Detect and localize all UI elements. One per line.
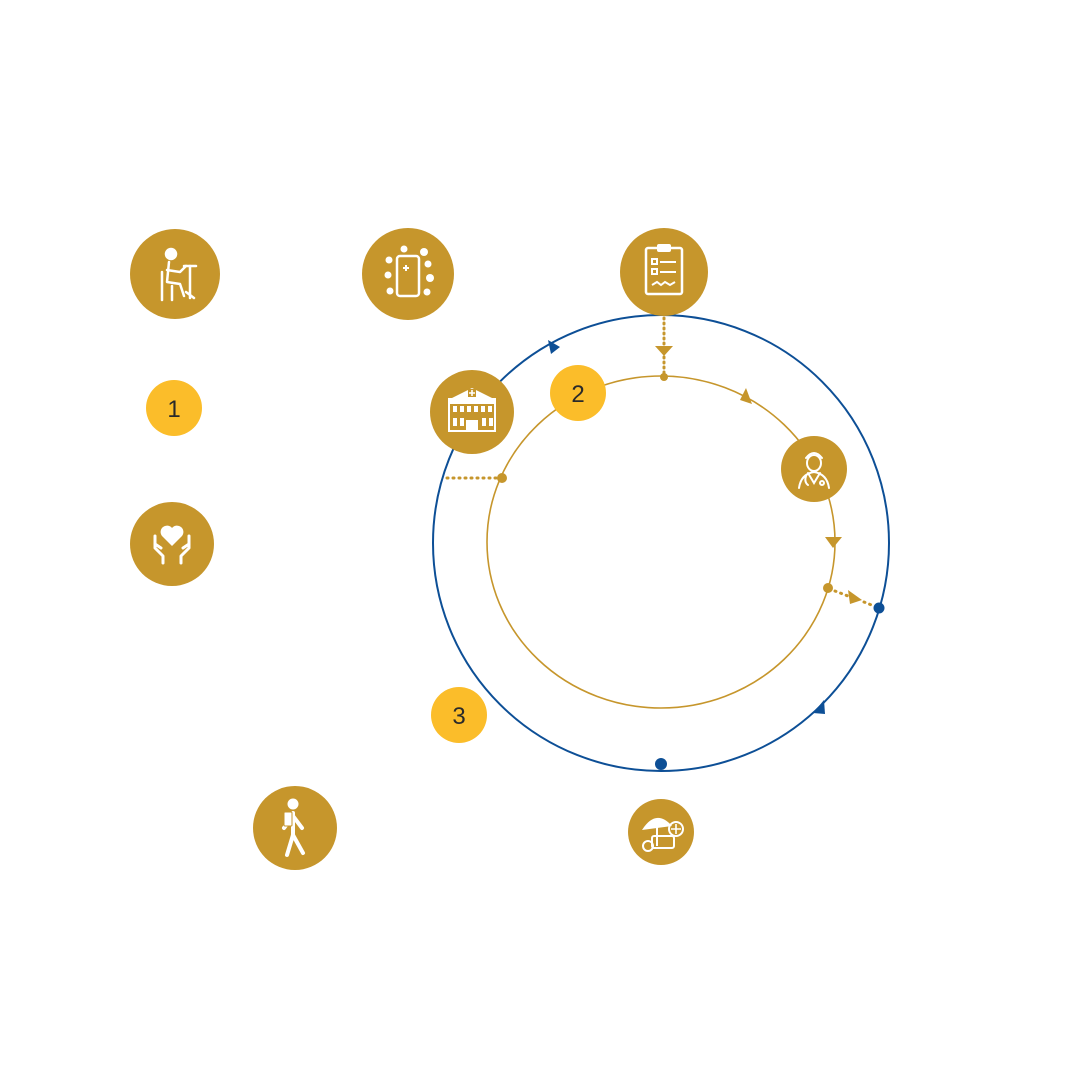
outer-ring-arrow-bottom-right [813,700,825,714]
walking-patient-icon [253,786,337,870]
mobile-health-apps-icon [362,228,454,320]
step-badge-3: 3 [431,687,487,743]
inner-ring-arrow-right [825,537,842,548]
insurance-umbrella-icon [628,799,694,865]
outer-ring-node-bottom [655,758,667,770]
step-badge-1: 1 [146,380,202,436]
step-badge-1-label: 1 [167,396,180,423]
medical-clipboard-icon [620,228,708,316]
inner-ring [486,375,836,709]
inner-ring-arrow-top-right [740,388,752,404]
doctor-icon [781,436,847,502]
outer-ring-arrow-top-left [548,340,560,354]
connector-hospital-to-inner [445,473,507,483]
step-badge-2-label: 2 [571,381,584,408]
connector-inner-to-outer-right [823,583,876,608]
connector-clipboard-to-inner [655,316,673,381]
caring-hands-heart-icon [130,502,214,586]
step-badge-3-label: 3 [452,703,465,730]
step-badge-2: 2 [550,365,606,421]
outer-ring-node-right [873,602,885,614]
hospital-icon [430,370,514,454]
desk-worker-icon [130,229,220,319]
